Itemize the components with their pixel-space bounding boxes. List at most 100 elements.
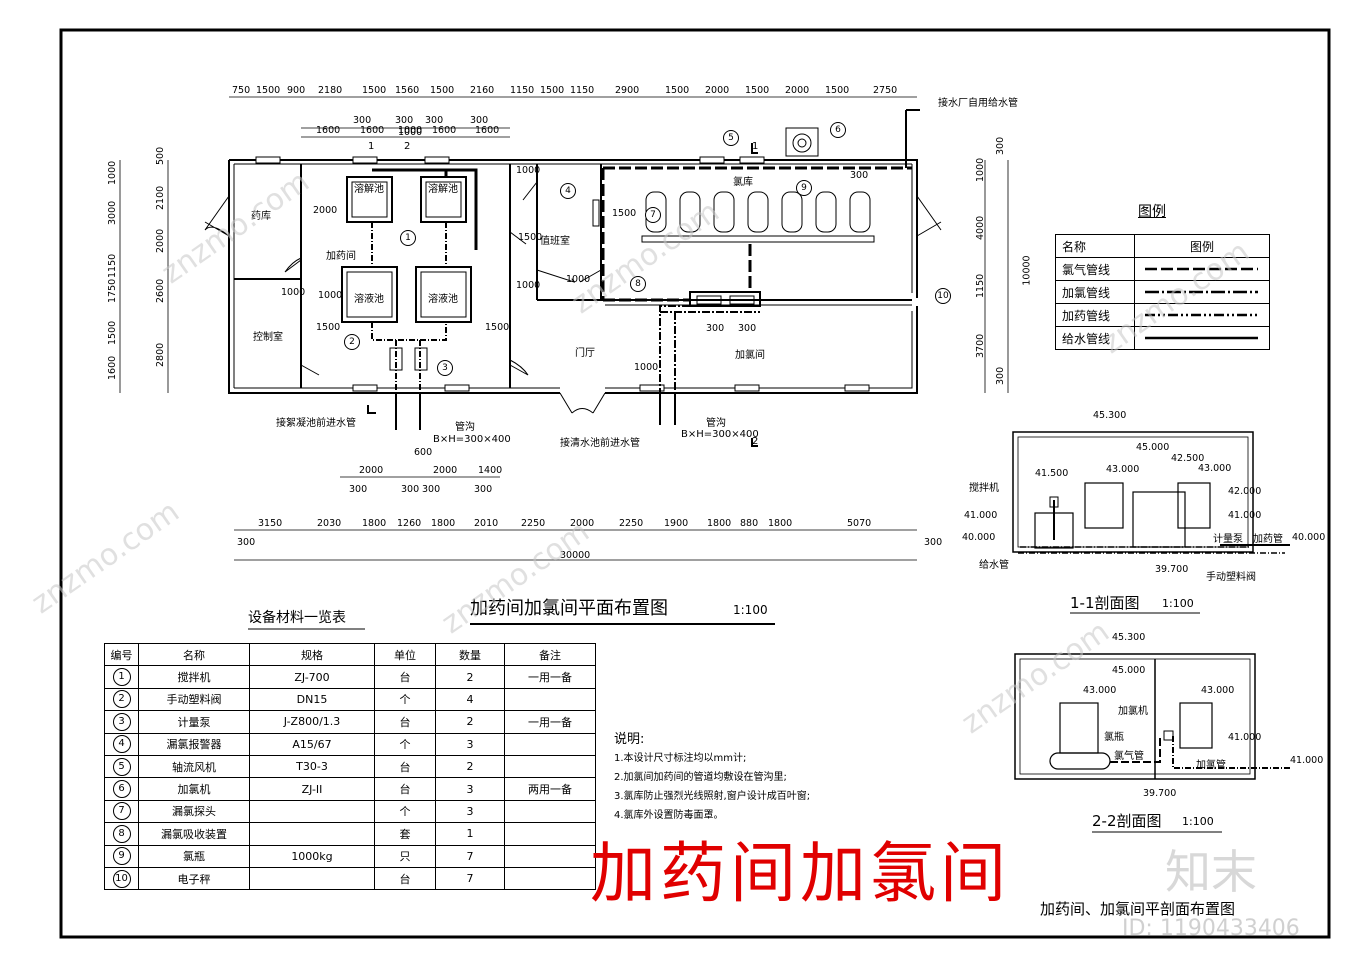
legend-row: 氯气管线: [1055, 257, 1135, 281]
callout-number: 6: [830, 122, 846, 138]
dim-label: 1600: [475, 125, 500, 136]
section-2-2: [1014, 653, 1290, 780]
dim-label: 1000: [516, 280, 541, 291]
dim-label: 1500: [518, 232, 543, 243]
tank-solution-1: 溶液池: [354, 294, 384, 305]
note-item: 2.加氯间加药间的管道均敷设在管沟里;: [614, 772, 787, 783]
dim-label: 45.300: [1112, 632, 1146, 643]
dim-label: 3150: [258, 518, 283, 529]
dim-label: 300: [738, 323, 757, 334]
dim-label: 300: [474, 484, 493, 495]
note-item: 4.氯库外设置防毒面罩。: [614, 810, 724, 821]
equipment-cell: 4: [435, 687, 505, 712]
equipment-header: 编号: [104, 642, 139, 667]
dim-label: 4000: [975, 215, 986, 240]
equipment-cell: ZJ-700: [249, 665, 375, 689]
dim-label: 1560: [395, 85, 420, 96]
equipment-cell: 台: [374, 710, 436, 734]
sheet-title: 加药间、加氯间平剖面布置图: [1040, 900, 1236, 918]
dim-label: 1500: [485, 322, 510, 333]
number-circle: 1: [112, 668, 131, 687]
dim-label: 45.000: [1136, 442, 1170, 453]
equipment-cell: 漏氯探头: [138, 799, 250, 824]
number-circle: 3: [112, 712, 131, 731]
equipment-cell: 搅拌机: [138, 665, 250, 689]
section-label: 加药管: [1253, 534, 1283, 545]
dim-label: 1000: [318, 290, 343, 301]
dim-label: 1500: [665, 85, 690, 96]
equipment-cell: 台: [374, 754, 436, 779]
callout-number: 10: [935, 288, 951, 304]
note-item: 1.本设计尺寸标注均以mm计;: [614, 753, 747, 764]
equipment-cell: 台: [374, 777, 436, 801]
dim-label: 1000: [516, 165, 541, 176]
notes-heading: 说明:: [614, 732, 645, 747]
trench2-label: 管沟: [706, 418, 726, 429]
equipment-cell: 2: [435, 754, 505, 779]
section-label: 加氯管: [1196, 760, 1226, 771]
equipment-cell: 手动塑料阀: [138, 687, 250, 712]
dim-label: 39.700: [1143, 788, 1177, 799]
dim-label: 2030: [317, 518, 342, 529]
plan-title: 加药间加氯间平面布置图: [470, 598, 668, 619]
dim-label: 1000: [566, 274, 591, 285]
equipment-cell: 3: [435, 732, 505, 756]
dim-label: 1800: [362, 518, 387, 529]
room-jialvjian: 加氯间: [735, 350, 765, 361]
dim-label: 42.000: [1228, 486, 1262, 497]
dim-label: 2000: [155, 228, 166, 253]
room-menting: 门厅: [575, 348, 595, 359]
dim-label: 300: [237, 537, 256, 548]
dim-label: 300: [425, 115, 444, 126]
callout-number: 4: [560, 183, 576, 199]
dim-label: 500: [155, 146, 166, 165]
dim-label: 2250: [521, 518, 546, 529]
dim-label: 1800: [431, 518, 456, 529]
dim-label: 1500: [256, 85, 281, 96]
tank-dissolve-1: 溶解池: [354, 184, 384, 195]
dim-label: 1150: [107, 253, 118, 278]
dim-label: 1750: [107, 278, 118, 303]
callout-number: 7: [645, 207, 661, 223]
equipment-number: 4: [104, 732, 139, 756]
equipment-cell: [249, 822, 375, 846]
equipment-number: 8: [104, 822, 139, 846]
number-circle: 4: [112, 735, 131, 754]
room-yaoku: 药库: [251, 211, 271, 222]
dim-label: 1500: [745, 85, 770, 96]
dim-label: 41.000: [1290, 755, 1324, 766]
section-label: 计量泵: [1213, 534, 1243, 545]
callout-number: 9: [796, 180, 812, 196]
dim-label: 43.000: [1201, 685, 1235, 696]
dim-label: 1800: [768, 518, 793, 529]
equipment-cell: 个: [374, 732, 436, 756]
floor-plan: [204, 109, 942, 447]
dim-label: 300: [995, 366, 1006, 385]
dimension-lines: [119, 96, 1009, 561]
dim-label: 2180: [318, 85, 343, 96]
dim-label: 41.000: [1228, 510, 1262, 521]
equipment-cell: J-Z800/1.3: [249, 710, 375, 734]
equipment-cell: 台: [374, 866, 436, 891]
dim-label: 300: [422, 484, 441, 495]
number-circle: 8: [112, 824, 131, 843]
equipment-cell: 漏氯报警器: [138, 732, 250, 756]
dim-label: 1400: [478, 465, 503, 476]
equipment-cell: 氯瓶: [138, 844, 250, 868]
number-circle: 7: [112, 802, 131, 821]
equipment-cell: 计量泵: [138, 710, 250, 734]
dim-label: 1500: [107, 320, 118, 345]
equipment-cell: [504, 754, 596, 779]
legend-table: 名称图例 氯气管线 加氯管线 加药管线 给水管线: [1055, 234, 1270, 350]
tank-dissolve-2: 溶解池: [428, 184, 458, 195]
dim-label: 2250: [619, 518, 644, 529]
dim-label: 5070: [847, 518, 872, 529]
dim-label: 1600: [316, 125, 341, 136]
equipment-cell: 轴流风机: [138, 754, 250, 779]
room-zhibanshi: 值班室: [540, 236, 570, 247]
dim-label: 1000: [107, 160, 118, 185]
equipment-number: 10: [104, 866, 139, 891]
